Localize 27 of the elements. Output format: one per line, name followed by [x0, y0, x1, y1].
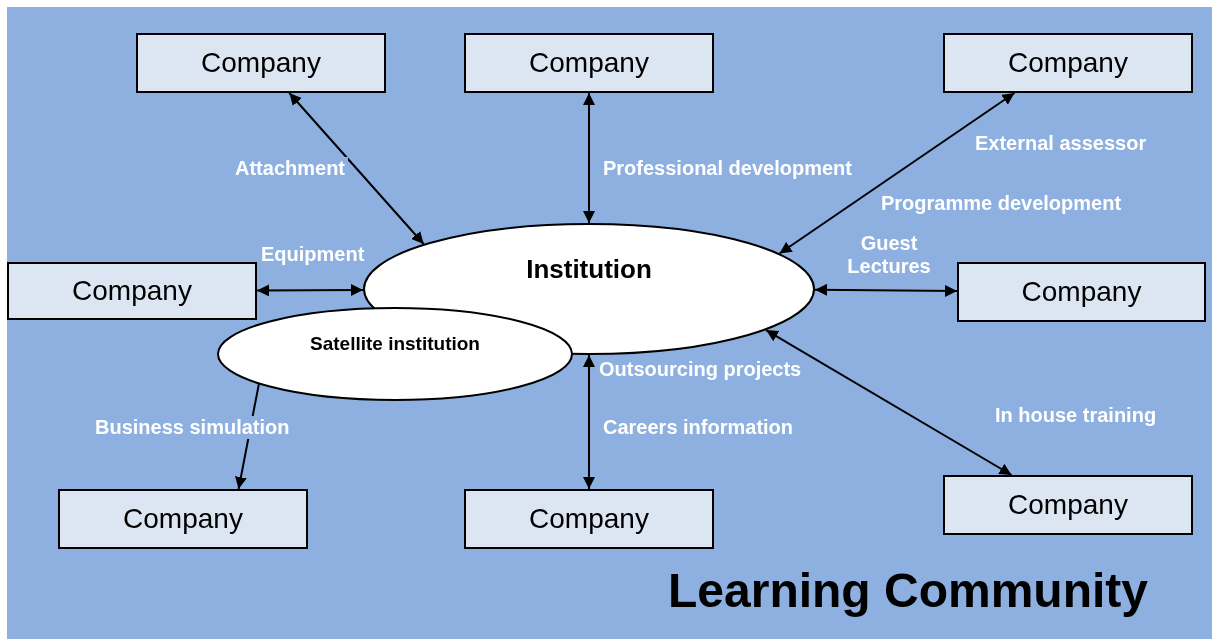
node-label: Institution	[526, 253, 652, 285]
arrow	[765, 329, 1013, 476]
node-label: Company	[1008, 489, 1128, 521]
arrow	[256, 284, 364, 297]
arrow	[583, 92, 595, 224]
company-box	[943, 475, 1193, 535]
company-box	[7, 262, 257, 320]
node-label: Company	[201, 47, 321, 79]
node-label: Satellite institution	[310, 333, 480, 355]
node-label: Company	[529, 503, 649, 535]
node-label: Company	[72, 275, 192, 307]
diagram-title: Learning Community	[668, 563, 1149, 618]
company-box	[136, 33, 386, 93]
node-label: Company	[1021, 276, 1142, 308]
arrow	[814, 283, 958, 297]
node-label: Company	[529, 47, 649, 79]
node-label: Company	[1008, 47, 1128, 79]
company-box	[957, 262, 1206, 322]
ellipse-node	[217, 307, 573, 401]
arrow	[288, 92, 425, 245]
company-box	[58, 489, 308, 549]
arrow	[583, 354, 595, 490]
arrow	[778, 92, 1016, 255]
company-box	[464, 489, 714, 549]
node-label: Company	[123, 503, 243, 535]
company-box	[464, 33, 714, 93]
company-box	[943, 33, 1193, 93]
